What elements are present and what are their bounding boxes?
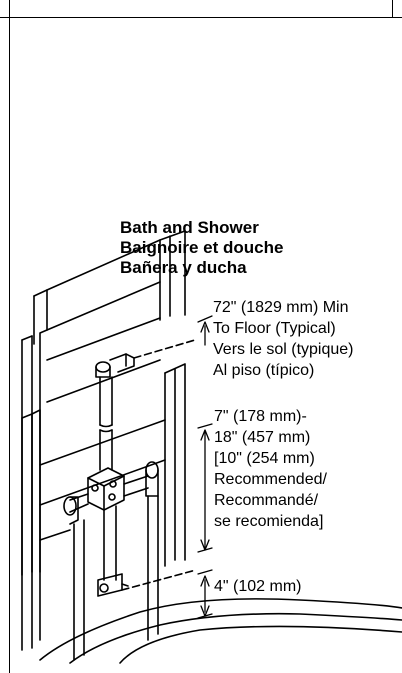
lower-stud-frame xyxy=(21,363,186,651)
supply-pipes xyxy=(63,461,159,661)
riser-pipe xyxy=(99,376,113,471)
shower-height-line-2: To Floor (Typical) xyxy=(213,320,336,337)
valve-height-line-6: se recomienda] xyxy=(214,513,324,530)
valve-height-line-4: Recommended/ xyxy=(214,471,327,488)
shower-head-height-note: 72" (1829 mm) Min To Floor (Typical) Ver… xyxy=(213,297,354,381)
spout-height-line-1: 4" (102 mm) xyxy=(214,578,302,595)
shower-height-line-3: Vers le sol (typique) xyxy=(213,341,354,358)
bathtub-rim xyxy=(39,598,402,664)
valve-height-line-5: Recommandé/ xyxy=(214,492,319,509)
title-english: Bath and Shower xyxy=(120,218,259,237)
valve-height-line-3: [10" (254 mm) xyxy=(214,450,315,467)
shower-height-line-1: 72" (1829 mm) Min xyxy=(213,299,349,316)
top-frame-rule xyxy=(0,17,402,18)
valve-height-line-1: 7" (178 mm)- xyxy=(214,408,307,425)
diagram-title: Bath and Shower Baignoire et douche Bañe… xyxy=(120,218,283,278)
spout-height-note: 4" (102 mm) xyxy=(214,576,301,597)
dimension-lines xyxy=(197,315,213,619)
tub-spout-fitting xyxy=(97,569,197,597)
shower-elbow-fitting xyxy=(95,339,196,378)
left-frame-rule xyxy=(9,0,10,673)
valve-height-line-2: 18" (457 mm) xyxy=(214,429,311,446)
right-frame-rule xyxy=(392,0,393,17)
title-spanish: Bañera y ducha xyxy=(120,258,247,277)
valve-height-note: 7" (178 mm)- 18" (457 mm) [10" (254 mm) … xyxy=(214,406,327,532)
title-french: Baignoire et douche xyxy=(120,238,284,257)
shower-height-line-4: Al piso (típico) xyxy=(213,362,315,379)
